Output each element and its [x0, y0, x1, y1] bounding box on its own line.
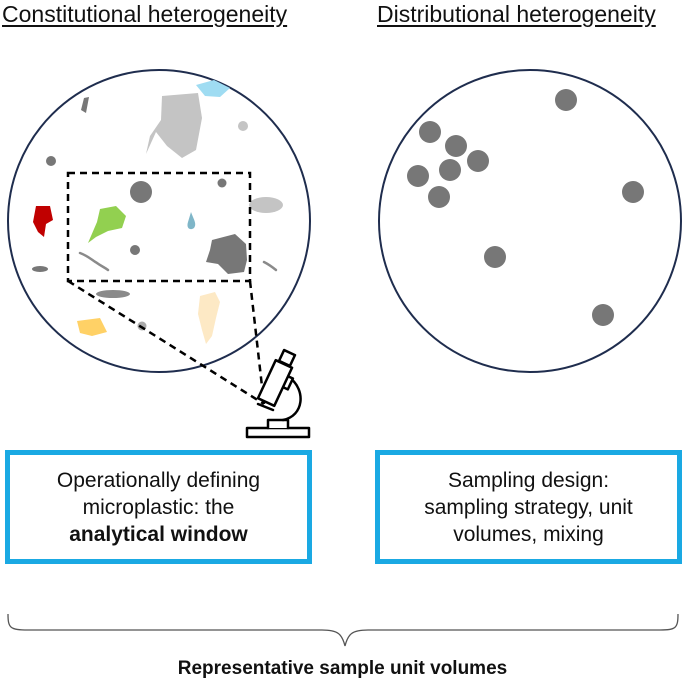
particle-dot	[484, 246, 506, 268]
particle-dot	[407, 165, 429, 187]
particle-light-oval	[249, 197, 283, 213]
particle-dot	[130, 245, 140, 255]
sample-circle-right	[378, 69, 682, 373]
particle-dot	[428, 186, 450, 208]
particle-green-fragment	[88, 206, 126, 243]
particle-red-fragment	[33, 206, 53, 237]
particle-dot	[46, 156, 56, 166]
heading-constitutional: Constitutional heterogeneity	[2, 1, 288, 27]
particle-fiber-right	[262, 260, 278, 272]
zoom-line-right	[248, 280, 266, 405]
zoom-line-left	[67, 279, 265, 406]
sampling-design-box: Sampling design: sampling strategy, unit…	[375, 450, 682, 564]
particle-blue-flake	[196, 80, 230, 97]
microscope-icon	[245, 348, 311, 439]
particle-dot	[555, 89, 577, 111]
box-right-line3: volumes, mixing	[453, 522, 604, 546]
brace-icon	[7, 613, 679, 647]
box-right-line1: Sampling design:	[447, 468, 610, 492]
particle-small-light-dot	[238, 121, 248, 131]
analytical-window-rect	[66, 171, 252, 283]
particle-dot	[445, 135, 467, 157]
particle-yellow-fragment	[77, 318, 107, 336]
particle-dot	[130, 181, 152, 203]
particle-dot	[592, 304, 614, 326]
box-right-line2: sampling strategy, unit	[424, 495, 633, 519]
particle-dark-large	[206, 234, 247, 274]
box-left-line3: analytical window	[69, 522, 248, 546]
particle-dot	[217, 178, 227, 188]
particle-fiber	[78, 251, 110, 272]
particle-flat-oval	[96, 290, 130, 298]
box-left-line1: Operationally defining	[56, 468, 261, 492]
particle-dot	[622, 181, 644, 203]
particle-cream-fragment	[198, 292, 220, 344]
footer-label: Representative sample unit volumes	[177, 658, 508, 679]
particle-small-shard	[81, 97, 89, 113]
analytical-window-box: Operationally defining microplastic: the…	[5, 450, 312, 564]
box-left-line2: microplastic: the	[82, 495, 235, 519]
sample-circle-left	[7, 69, 311, 373]
heading-distributional: Distributional heterogeneity	[377, 1, 656, 27]
particle-teal-drop	[187, 212, 196, 230]
particle-dot	[439, 159, 461, 181]
particle-dot	[419, 121, 441, 143]
particles-left	[32, 80, 283, 344]
particle-dot	[467, 150, 489, 172]
particle-light-large	[146, 93, 202, 158]
particle-dark-oval	[32, 266, 48, 272]
particles-right	[407, 89, 644, 326]
